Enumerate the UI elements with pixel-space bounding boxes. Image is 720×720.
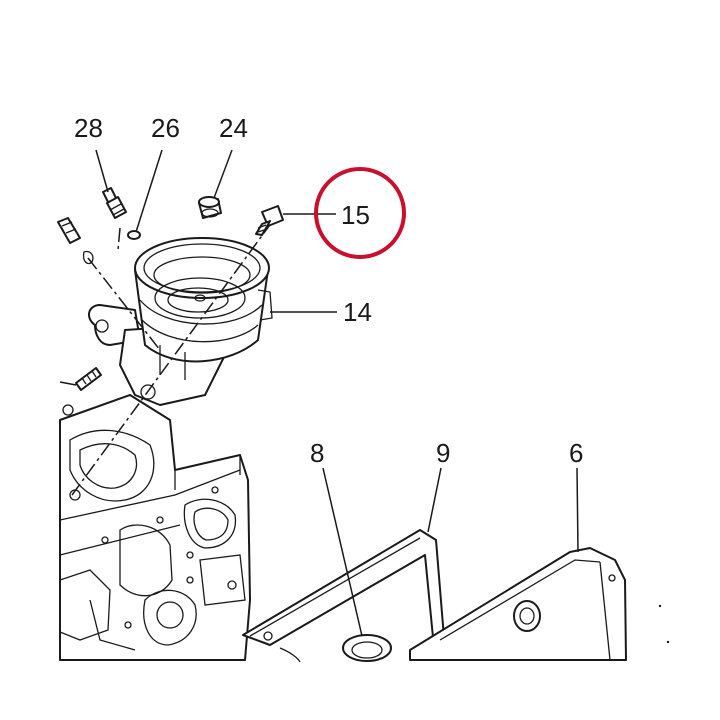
leader-line-24 bbox=[213, 149, 233, 199]
part-6-cover bbox=[409, 547, 627, 661]
leader-line-28 bbox=[95, 149, 109, 193]
callout-28: 28 bbox=[74, 113, 103, 143]
part-9-gasket bbox=[242, 529, 446, 659]
callout-14: 14 bbox=[343, 297, 372, 327]
speck-mark bbox=[658, 604, 662, 608]
callout-24: 24 bbox=[219, 113, 248, 143]
stud-bolt bbox=[59, 367, 102, 391]
assembly-axis-line-c bbox=[87, 257, 161, 351]
highlight-circle bbox=[314, 167, 406, 259]
assembly-axis-line-a bbox=[71, 221, 273, 496]
callout-8: 8 bbox=[310, 438, 324, 468]
leader-line-9 bbox=[427, 467, 442, 533]
part-28-hose-fitting bbox=[102, 187, 127, 219]
callout-9: 9 bbox=[436, 438, 450, 468]
cylinder-head-drawing bbox=[59, 394, 251, 661]
assembly-axis-line-b bbox=[117, 227, 121, 251]
leader-line-8 bbox=[322, 467, 363, 637]
leader-line-26 bbox=[135, 149, 163, 233]
speck-mark bbox=[666, 640, 670, 644]
part-14-intake-flange bbox=[88, 237, 273, 406]
part-26-o-ring bbox=[127, 230, 141, 240]
part-24-cap bbox=[198, 196, 222, 219]
part-15-screw bbox=[255, 205, 284, 236]
leader-line-6 bbox=[576, 467, 579, 553]
callout-6: 6 bbox=[569, 438, 583, 468]
bottom-edge-detail bbox=[279, 647, 301, 663]
left-hose-fitting bbox=[57, 217, 94, 265]
callout-26: 26 bbox=[151, 113, 180, 143]
part-8-seal-ring bbox=[342, 634, 392, 662]
callout-15: 15 bbox=[341, 200, 370, 230]
